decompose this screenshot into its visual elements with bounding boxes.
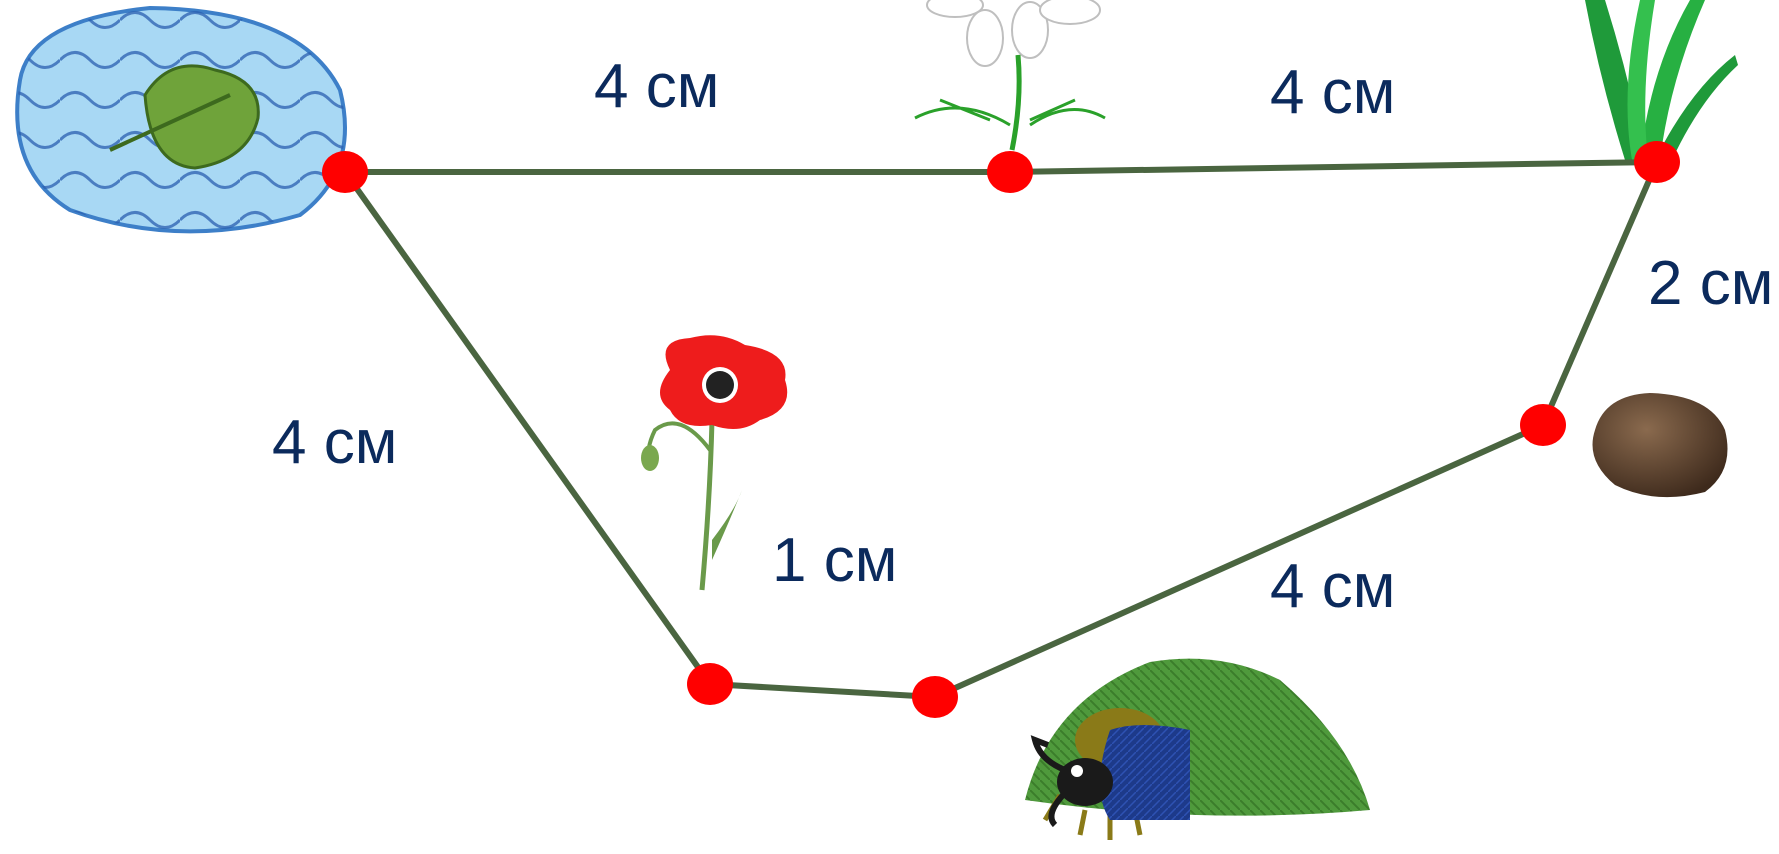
point-lower-left <box>687 663 733 705</box>
path-points <box>322 141 1680 718</box>
grass-icon <box>1585 0 1738 160</box>
path-lines <box>342 159 1660 700</box>
segment-stone-lower-right <box>933 422 1545 700</box>
point-lower-right <box>912 676 958 718</box>
segment-label-grass-stone: 2 см <box>1648 249 1774 318</box>
segment-label-water-chamomile: 4 см <box>594 52 720 121</box>
point-water <box>322 151 368 193</box>
segment-label-chamomile-grass: 4 см <box>1270 58 1396 127</box>
segment-lower-left-lower-right <box>709 681 936 700</box>
point-grass <box>1634 141 1680 183</box>
segment-water-lower-left <box>342 170 713 686</box>
point-stone <box>1520 404 1566 446</box>
segment-label-water-lower-left: 4 см <box>272 408 398 477</box>
segment-chamomile-grass <box>1009 159 1658 175</box>
beetle-icon <box>1030 708 1190 840</box>
segment-label-lower-left-lower-right: 1 см <box>772 526 898 595</box>
chamomile-icon <box>914 0 1106 151</box>
point-chamomile <box>987 151 1033 193</box>
poppy-icon <box>641 335 788 591</box>
segment-label-stone-lower-right: 4 см <box>1270 552 1396 621</box>
stone-icon <box>1592 393 1728 498</box>
segment-grass-stone <box>1540 160 1660 427</box>
leaf-icon <box>109 64 260 170</box>
